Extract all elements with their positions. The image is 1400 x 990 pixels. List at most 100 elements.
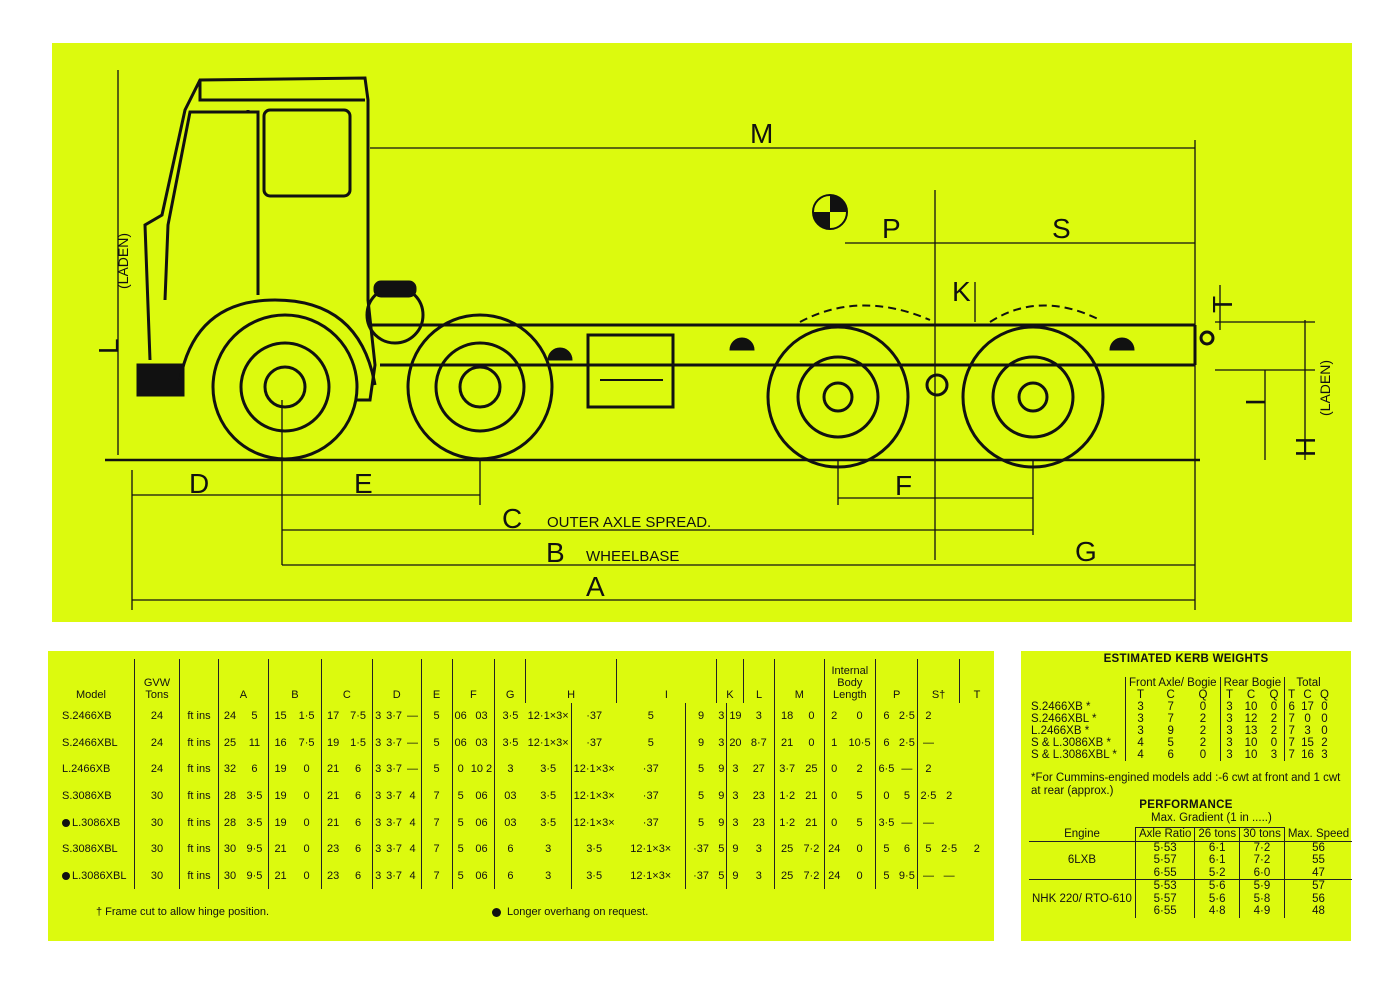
dimension-lines bbox=[117, 70, 1315, 610]
unit-c: C bbox=[1166, 689, 1175, 701]
performance-value: 5·57 bbox=[1134, 892, 1195, 905]
model-name: L.2466XB bbox=[62, 763, 111, 776]
table-cell: 3·5 bbox=[570, 862, 617, 890]
kerb-value: 0 bbox=[1270, 737, 1278, 749]
table-cell: 2 bbox=[946, 790, 953, 803]
table-cell: 21 bbox=[267, 862, 293, 890]
perf-header-axle-ratio: Axle Ratio bbox=[1134, 827, 1195, 841]
table-cell: 06 bbox=[475, 869, 488, 882]
table-cell: 23 bbox=[752, 816, 765, 829]
dim-caption-c: OUTER AXLE SPREAD. bbox=[547, 514, 711, 531]
table-cell: 3·5 bbox=[875, 809, 897, 836]
table-cell: 5 bbox=[451, 809, 469, 836]
table-cell: 2·5 bbox=[917, 782, 939, 810]
table-cell: ft ins bbox=[179, 782, 219, 810]
dim-label-m: M bbox=[750, 118, 773, 149]
table-cell: 12·1×3× bbox=[527, 710, 569, 723]
table-cell: 0 bbox=[303, 869, 310, 882]
table-cell: 7·2 bbox=[803, 869, 820, 882]
table-cell: 24 bbox=[217, 703, 241, 730]
table-cell: 21 bbox=[320, 756, 345, 783]
engine-cell bbox=[1029, 841, 1135, 854]
model-cell: L.2466XB bbox=[48, 756, 135, 783]
kerb-value: 0 bbox=[1270, 701, 1278, 713]
dim-label-g: G bbox=[1075, 536, 1097, 567]
kerb-performance-panel: ESTIMATED KERB WEIGHTS Front Axle/ Bogie… bbox=[1021, 651, 1353, 941]
table-cell: 5 bbox=[718, 869, 725, 882]
table-cell: 06 bbox=[475, 816, 488, 829]
table-cell: 28 bbox=[217, 782, 241, 810]
table-cell: ·37 bbox=[642, 763, 659, 776]
dim-label-k: K bbox=[952, 276, 971, 307]
model-name: L.3086XBL bbox=[72, 869, 127, 882]
performance-value: 5·57 bbox=[1134, 854, 1195, 867]
table-cell: 30 bbox=[134, 835, 180, 863]
table-cell: 2·5 bbox=[898, 710, 915, 723]
table-cell: 27 bbox=[752, 763, 765, 776]
kerb-value: 3 bbox=[1219, 737, 1239, 749]
table-cell: 3 bbox=[726, 809, 744, 836]
table-cell: ·37 bbox=[642, 790, 659, 803]
table-cell: 9 bbox=[718, 790, 725, 803]
table-cell: 3 bbox=[545, 869, 552, 882]
table-cell: 24 bbox=[134, 756, 180, 783]
col-header-a: A bbox=[218, 659, 269, 703]
table-cell: ·37 bbox=[642, 816, 659, 829]
table-cell: 3 bbox=[545, 843, 552, 856]
dim-label-h-laden: (LADEN) bbox=[1317, 360, 1333, 416]
table-cell: 19 bbox=[726, 703, 744, 730]
table-cell: 3·7 bbox=[386, 763, 403, 776]
table-cell: 0 bbox=[823, 809, 844, 836]
kerb-value: 3 bbox=[1125, 725, 1156, 737]
table-cell: ft ins bbox=[179, 756, 219, 783]
table-cell: 0 bbox=[808, 710, 815, 723]
performance-value: 5·8 bbox=[1239, 892, 1285, 905]
table-cell: 06 bbox=[475, 843, 488, 856]
table-cell: 0 bbox=[303, 816, 310, 829]
fuel-tank bbox=[586, 333, 675, 409]
kerb-value: 10 bbox=[1244, 701, 1258, 713]
col-header-c: C bbox=[320, 659, 373, 703]
kerb-weights-title: ESTIMATED KERB WEIGHTS bbox=[1103, 653, 1269, 665]
model-name: S.3086XBL bbox=[62, 843, 118, 856]
dim-label-a: A bbox=[586, 571, 605, 602]
table-cell: 5 bbox=[684, 756, 717, 783]
perf-header-26-tons: 26 tons bbox=[1194, 827, 1240, 841]
table-cell: ft ins bbox=[179, 862, 219, 890]
table-cell: 7 bbox=[420, 862, 452, 890]
performance-value: 4·9 bbox=[1239, 905, 1285, 918]
table-cell: 1·5 bbox=[350, 736, 367, 749]
table-cell: 30 bbox=[217, 862, 241, 890]
table-cell: 12·1×3× bbox=[570, 756, 617, 783]
dimensions-header-row: Model GVW Tons A B C D E F G H I K L M I… bbox=[48, 659, 994, 703]
table-cell: 30 bbox=[134, 782, 180, 810]
table-cell: 30 bbox=[134, 862, 180, 890]
col-header-k: K bbox=[715, 659, 744, 703]
dim-label-s: S bbox=[1052, 213, 1071, 244]
table-cell: 12·1×3× bbox=[570, 809, 617, 836]
col-header-internal-body-length: Internal Body Length bbox=[823, 659, 876, 703]
perf-header-30-tons: 30 tons bbox=[1239, 827, 1285, 841]
bullet-dot-icon bbox=[492, 907, 501, 917]
dimensions-table: Model GVW Tons A B C D E F G H I K L M I… bbox=[48, 659, 994, 890]
kerb-model: S & L.3086XB * bbox=[1031, 737, 1111, 749]
table-cell: 6 bbox=[355, 763, 362, 776]
table-cell: 3·7 bbox=[386, 710, 403, 723]
table-cell: 5 bbox=[917, 835, 939, 863]
table-cell: 25 bbox=[774, 835, 800, 863]
table-cell: ft ins bbox=[179, 729, 219, 757]
engine-cell bbox=[1029, 905, 1135, 918]
table-cell: 03 bbox=[475, 710, 488, 723]
table-cell: 28 bbox=[217, 809, 241, 836]
wheel-3 bbox=[766, 325, 910, 469]
table-cell: 3·5 bbox=[494, 729, 526, 757]
chassis-dimension-drawing: M P S K T L (LADEN) H (LADEN) I D E F C … bbox=[93, 70, 1333, 610]
unit-c: C bbox=[1303, 689, 1312, 701]
table-cell: 3 bbox=[718, 710, 725, 723]
kerb-value: 17 bbox=[1301, 701, 1314, 713]
table-cell: 19 bbox=[267, 756, 293, 783]
col-header-e: E bbox=[420, 659, 452, 703]
performance-value: 5·53 bbox=[1134, 841, 1195, 854]
